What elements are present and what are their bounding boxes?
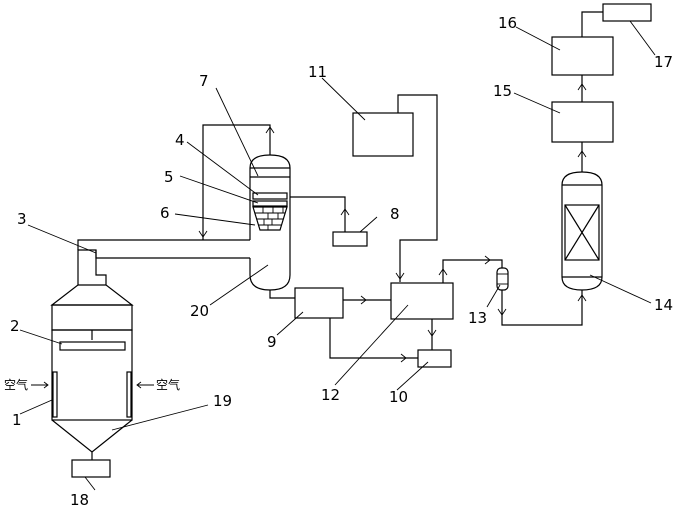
unit-16-box <box>551 36 614 76</box>
label-13: 13 <box>468 309 487 327</box>
line-to-8 <box>290 196 350 232</box>
label-5: 5 <box>164 168 174 186</box>
label-11: 11 <box>308 63 327 81</box>
distributor-plate <box>59 341 126 351</box>
label-3: 3 <box>17 210 27 228</box>
label-9: 9 <box>267 333 277 351</box>
label-7: 7 <box>199 72 209 90</box>
duct-3 <box>77 239 250 259</box>
label-2: 2 <box>10 317 20 335</box>
label-18: 18 <box>70 491 89 509</box>
line-14-to-15 <box>577 142 587 172</box>
label-4: 4 <box>175 131 185 149</box>
unit-18-box <box>71 459 111 478</box>
cone-6 <box>252 206 288 231</box>
air-right-label: 空气 <box>156 377 180 392</box>
wall-right <box>126 371 132 418</box>
label-6: 6 <box>160 204 170 222</box>
tray-5 <box>252 200 288 207</box>
label-1: 1 <box>12 411 22 429</box>
line-9-to-10 <box>329 318 418 363</box>
label-10: 10 <box>389 388 408 406</box>
line-9-to-12 <box>343 295 391 305</box>
unit-10-box <box>417 349 452 368</box>
recycle-loop <box>198 124 275 240</box>
leader-lines <box>19 20 656 491</box>
unit-12-box <box>390 282 454 320</box>
label-15: 15 <box>493 82 512 100</box>
unit-8-box <box>332 231 368 247</box>
label-17: 17 <box>654 53 673 71</box>
label-19: 19 <box>213 392 232 410</box>
column-vessel <box>249 154 291 291</box>
unit-9-box <box>294 287 344 319</box>
unit-11-box <box>352 112 414 157</box>
packing-4 <box>252 192 288 200</box>
label-16: 16 <box>498 14 517 32</box>
air-inlet-left: 空气 <box>4 377 49 392</box>
label-14: 14 <box>654 296 673 314</box>
line-13-to-14 <box>497 290 587 326</box>
line-12-to-13 <box>438 255 503 283</box>
wall-left <box>52 371 58 418</box>
air-left-label: 空气 <box>4 377 28 392</box>
line-12-to-10 <box>427 319 437 350</box>
unit-15-box <box>551 101 614 143</box>
unit-17-box <box>602 3 652 22</box>
reactor-14 <box>561 171 603 291</box>
line-20-to-9 <box>269 290 295 299</box>
gasifier-furnace <box>50 249 134 460</box>
air-inlet-right: 空气 <box>136 377 180 392</box>
label-20: 20 <box>190 302 209 320</box>
line-16-to-17 <box>581 11 603 37</box>
label-8: 8 <box>390 205 400 223</box>
number-labels: 1 2 3 4 5 6 7 8 9 10 11 12 13 14 15 16 1… <box>10 14 673 509</box>
label-12: 12 <box>321 386 340 404</box>
line-11-to-12 <box>395 94 438 282</box>
line-15-to-16 <box>577 75 587 102</box>
